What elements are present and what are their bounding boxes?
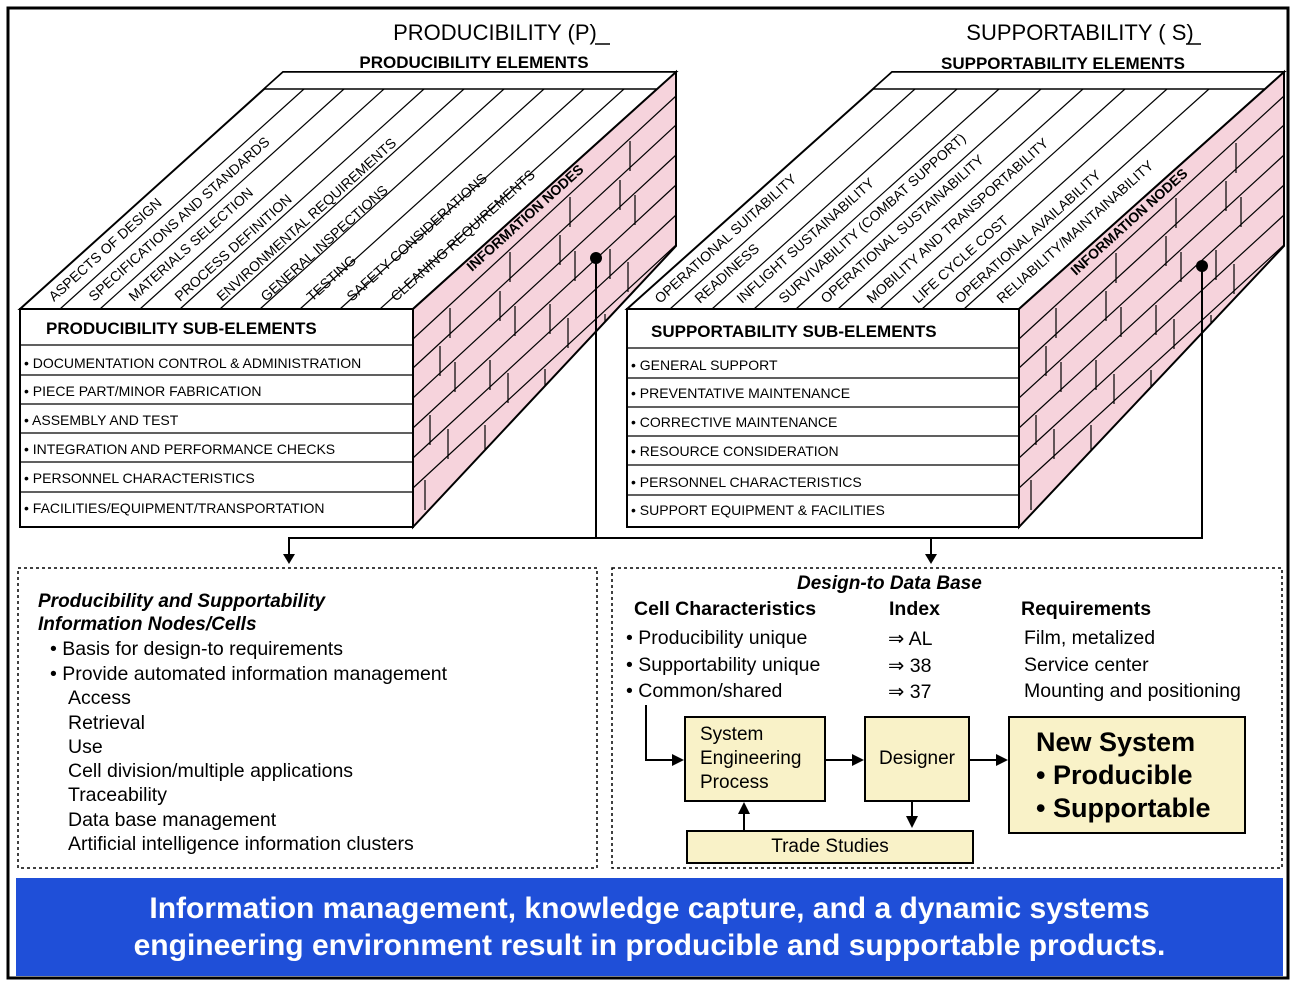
node-connectors — [288, 258, 1203, 556]
row-index: ⇒ 37 — [888, 681, 932, 703]
producibility-sub-element: • INTEGRATION AND PERFORMANCE CHECKS — [24, 441, 335, 457]
producibility-brick-pattern — [413, 95, 676, 522]
producibility-cube: PRODUCIBILITY (P) PRODUCIBILITY ELEMENTS… — [17, 20, 679, 530]
supportability-sub-element: • PREVENTATIVE MAINTENANCE — [631, 385, 850, 401]
supportability-brick-pattern — [1019, 95, 1284, 522]
arrowhead — [925, 554, 937, 564]
nodes-title-line-2: Information Nodes/Cells — [38, 614, 257, 635]
row-cell: • Common/shared — [626, 680, 783, 702]
row-index: ⇒ AL — [888, 628, 933, 650]
supportability-title: SUPPORTABILITY ( S) — [966, 20, 1193, 45]
supportability-sub-element: • RESOURCE CONSIDERATION — [631, 443, 839, 459]
producibility-sub-element: • DOCUMENTATION CONTROL & ADMINISTRATION — [24, 355, 361, 371]
arrowhead — [738, 802, 750, 814]
arrowhead — [852, 754, 864, 766]
nodes-sub-item: Access — [68, 687, 131, 709]
nodes-sub-item: Retrieval — [68, 712, 145, 734]
col-header-requirements: Requirements — [1021, 598, 1152, 620]
producibility-elements-header: PRODUCIBILITY ELEMENTS — [359, 53, 588, 72]
row-cell: • Producibility unique — [626, 627, 808, 649]
producibility-sub-element: • ASSEMBLY AND TEST — [24, 412, 179, 428]
database-dotted-box — [611, 567, 1283, 869]
banner-line-1: Information management, knowledge captur… — [149, 892, 1150, 925]
trade-studies-label: Trade Studies — [771, 836, 889, 857]
producibility-sub-header: PRODUCIBILITY SUB-ELEMENTS — [46, 319, 317, 338]
row-index: ⇒ 38 — [888, 655, 932, 677]
supportability-sub-header: SUPPORTABILITY SUB-ELEMENTS — [651, 322, 937, 341]
database-title: Design-to Data Base — [797, 573, 982, 594]
new-system-line-3: • Supportable — [1036, 792, 1211, 823]
new-system-line-2: • Producible — [1036, 759, 1193, 790]
sep-line-3: Process — [700, 772, 769, 793]
nodes-sub-item: Use — [68, 736, 103, 758]
row-requirement: Mounting and positioning — [1024, 680, 1241, 702]
trade-studies-box: Trade Studies — [686, 830, 974, 864]
nodes-sub-item: Artificial intelligence information clus… — [68, 833, 414, 855]
system-engineering-process-box: System Engineering Process — [684, 716, 826, 802]
supportability-sub-element: • CORRECTIVE MAINTENANCE — [631, 414, 837, 430]
nodes-dotted-box — [17, 567, 598, 869]
producibility-sub-element: • PIECE PART/MINOR FABRICATION — [24, 383, 262, 399]
producibility-sub-element: • PERSONNEL CHARACTERISTICS — [24, 470, 255, 486]
nodes-title-line-1: Producibility and Supportability — [38, 591, 326, 612]
row-requirement: Film, metalized — [1024, 627, 1156, 649]
new-system-box: New System • Producible • Supportable — [1008, 716, 1246, 834]
supportability-cube: SUPPORTABILITY ( S) SUPPORTABILITY ELEME… — [624, 20, 1287, 530]
designer-label: Designer — [878, 748, 956, 769]
nodes-sub-item: Data base management — [68, 809, 277, 831]
supportability-sub-element: • GENERAL SUPPORT — [631, 357, 778, 373]
row-cell: • Supportability unique — [626, 654, 821, 676]
col-header-cell-characteristics: Cell Characteristics — [634, 598, 817, 620]
supportability-front-face — [626, 308, 1020, 528]
col-header-index: Index — [889, 598, 940, 620]
designer-box: Designer — [864, 716, 970, 802]
summary-banner: Information management, knowledge captur… — [16, 878, 1283, 976]
arrowhead — [283, 554, 295, 564]
outer-frame — [6, 6, 1290, 980]
flow-arrows — [645, 705, 998, 833]
producibility-title: PRODUCIBILITY (P) — [393, 20, 597, 45]
sep-line-2: Engineering — [700, 748, 802, 769]
sep-line-1: System — [700, 724, 764, 745]
banner-line-2: engineering environment result in produc… — [133, 929, 1166, 962]
design-database-panel: Design-to Data Base Cell Characteristics… — [612, 566, 1282, 866]
supportability-sub-element: • SUPPORT EQUIPMENT & FACILITIES — [631, 502, 885, 518]
nodes-sub-item: Traceability — [68, 784, 167, 806]
nodes-bullet: • Basis for design-to requirements — [50, 638, 343, 660]
supportability-sub-element: • PERSONNEL CHARACTERISTICS — [631, 474, 862, 490]
arrowhead — [906, 816, 918, 828]
row-requirement: Service center — [1024, 654, 1149, 676]
nodes-cells-panel: Producibility and Supportability Informa… — [18, 566, 596, 866]
producibility-sub-element: • FACILITIES/EQUIPMENT/TRANSPORTATION — [24, 500, 325, 516]
new-system-line-1: New System — [1036, 726, 1196, 757]
nodes-sub-item: Cell division/multiple applications — [68, 760, 354, 782]
arrowhead — [672, 754, 684, 766]
nodes-bullet: • Provide automated information manageme… — [50, 663, 448, 685]
supportability-elements-header: SUPPORTABILITY ELEMENTS — [941, 54, 1185, 73]
arrowhead — [996, 754, 1008, 766]
